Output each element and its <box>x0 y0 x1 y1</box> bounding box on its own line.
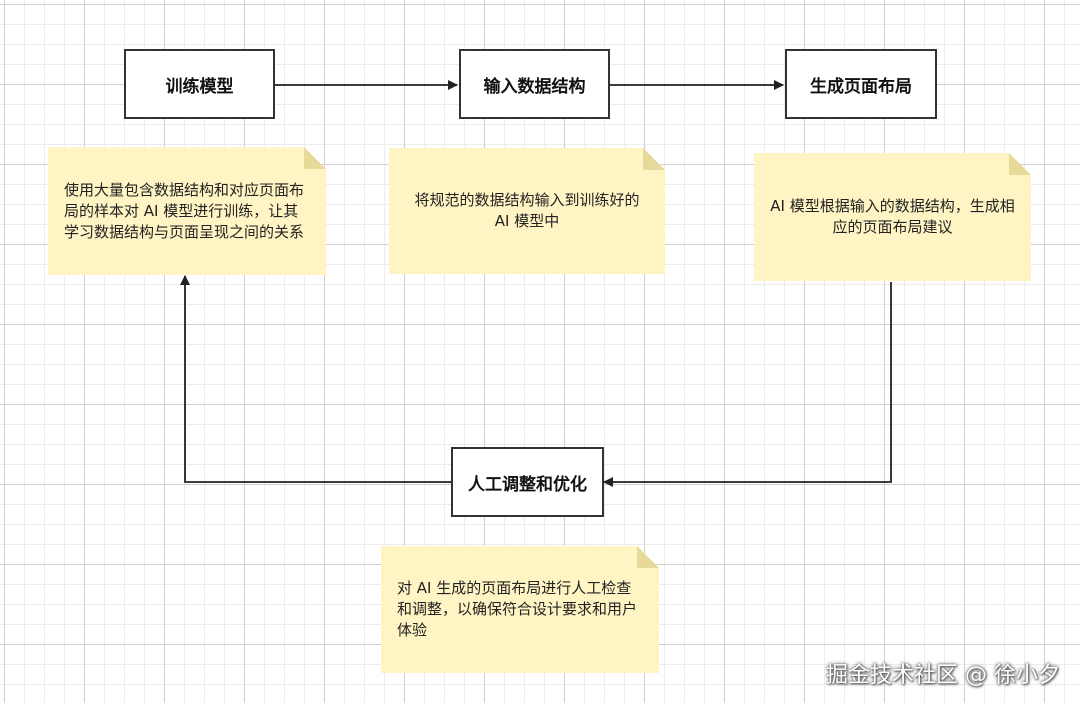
node-generate-layout-label: 生成页面布局 <box>810 76 912 97</box>
node-manual-adjust-label: 人工调整和优化 <box>468 474 587 495</box>
note-input-data-structure: 将规范的数据结构输入到训练好的 AI 模型中 <box>389 148 665 274</box>
note-generate-layout-text: AI 模型根据输入的数据结构，生成相应的页面布局建议 <box>770 197 1015 236</box>
node-input-data-structure-label: 输入数据结构 <box>483 76 586 97</box>
note-generate-layout: AI 模型根据输入的数据结构，生成相应的页面布局建议 <box>754 153 1031 281</box>
edge-adjust-to-train <box>180 275 451 483</box>
note-manual-adjust-text: 对 AI 生成的页面布局进行人工检查和调整，以确保符合设计要求和用户体验 <box>397 579 638 639</box>
node-manual-adjust[interactable]: 人工调整和优化 <box>451 447 604 517</box>
edge-generate-to-adjust <box>603 282 892 487</box>
watermark: 掘金技术社区 @ 徐小夕 <box>826 663 1060 688</box>
note-input-data-structure-text: 将规范的数据结构输入到训练好的 AI 模型中 <box>414 191 640 230</box>
node-input-data-structure[interactable]: 输入数据结构 <box>459 49 610 119</box>
note-train-model-text: 使用大量包含数据结构和对应页面布局的样本对 AI 模型进行训练，让其学习数据结构… <box>64 180 305 241</box>
node-generate-layout[interactable]: 生成页面布局 <box>785 49 937 119</box>
node-train-model-label: 训练模型 <box>165 76 234 97</box>
note-train-model: 使用大量包含数据结构和对应页面布局的样本对 AI 模型进行训练，让其学习数据结构… <box>48 147 326 275</box>
note-manual-adjust: 对 AI 生成的页面布局进行人工检查和调整，以确保符合设计要求和用户体验 <box>381 546 659 673</box>
node-train-model[interactable]: 训练模型 <box>124 49 275 119</box>
